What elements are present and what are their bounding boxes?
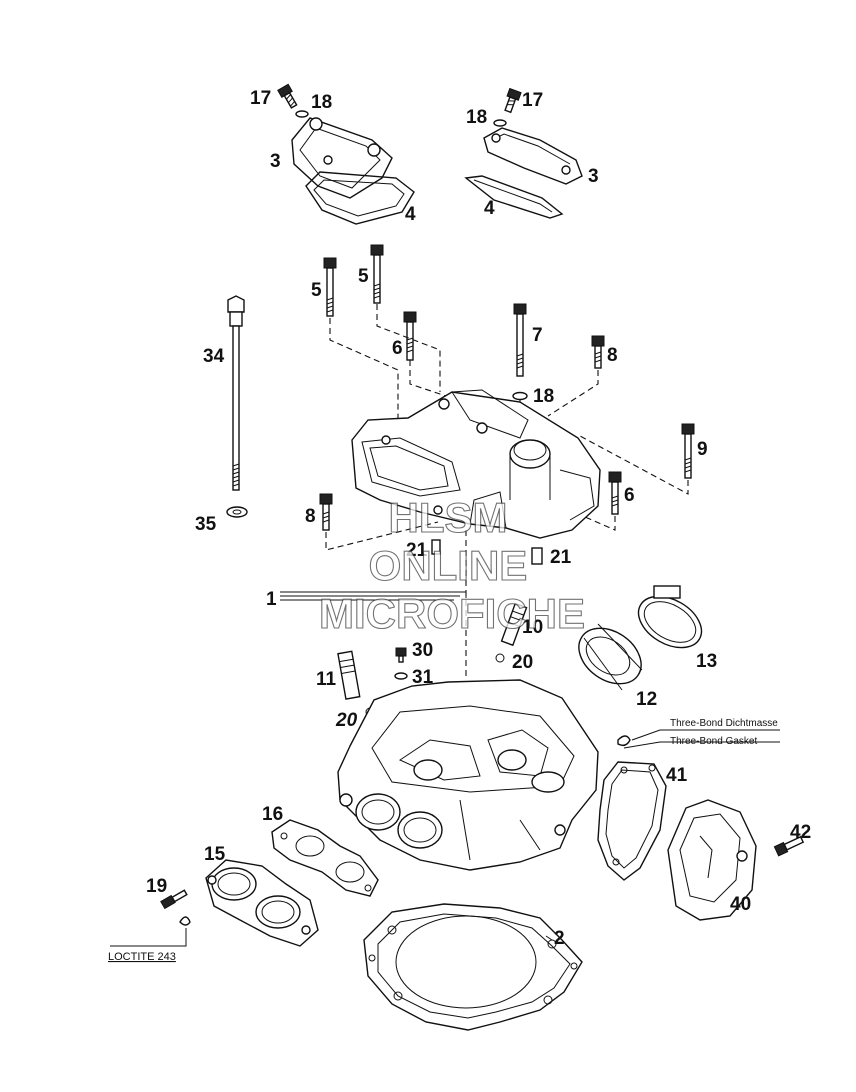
label-5-right: 5	[358, 266, 369, 287]
label-3-left: 3	[270, 151, 281, 172]
label-13: 13	[696, 651, 717, 672]
label-1: 1	[266, 589, 277, 610]
camshaft-carrier	[351, 389, 601, 539]
label-3-right: 3	[588, 166, 599, 187]
label-5-left: 5	[311, 280, 322, 301]
note-loctite: LOCTITE 243	[108, 951, 176, 963]
label-16: 16	[262, 804, 283, 825]
bolts-top	[226, 244, 695, 531]
part-labels: 17 18 3 4 18 17 3 4 5 5 6 7 8 34 18 9 6 …	[146, 88, 811, 949]
dowel-pins	[431, 539, 543, 565]
label-8-left: 8	[305, 506, 316, 527]
label-18-left: 18	[311, 92, 332, 113]
label-18-right: 18	[466, 107, 487, 128]
label-2: 2	[554, 928, 565, 949]
notes: Three-Bond Dichtmasse Three-Bond Gasket …	[108, 718, 778, 963]
label-7: 7	[532, 325, 543, 346]
label-10: 10	[522, 617, 543, 638]
label-6-right: 6	[624, 485, 635, 506]
label-12: 12	[636, 689, 657, 710]
label-30: 30	[412, 640, 433, 661]
head-gasket	[363, 903, 583, 1031]
label-4-left: 4	[405, 204, 416, 225]
label-17-right: 17	[522, 90, 543, 111]
label-11: 11	[316, 669, 337, 690]
label-9: 9	[697, 439, 708, 460]
label-40: 40	[730, 894, 751, 915]
intake-manifold-assembly	[110, 819, 379, 947]
watermark: HLSM ONLINE MICROFICHE	[318, 493, 585, 637]
label-15: 15	[204, 844, 226, 865]
label-8-right: 8	[607, 345, 618, 366]
label-21-left: 21	[406, 540, 428, 561]
label-34: 34	[203, 346, 225, 367]
label-17-left: 17	[250, 88, 271, 109]
label-6-top: 6	[392, 338, 403, 359]
watermark-line-1: HLSM	[389, 494, 508, 541]
label-42: 42	[790, 822, 811, 843]
valve-cover-left	[277, 83, 415, 225]
label-31: 31	[412, 667, 434, 688]
label-21-right: 21	[550, 547, 572, 568]
guide-lines	[325, 304, 689, 680]
note-three-bond-en: Three-Bond Gasket	[670, 736, 757, 747]
watermark-line-2: ONLINE	[369, 542, 528, 589]
cylinder-head	[337, 679, 631, 871]
note-three-bond-de: Three-Bond Dichtmasse	[670, 718, 778, 729]
side-cover-assembly	[597, 761, 805, 921]
label-41: 41	[666, 765, 688, 786]
label-4-right: 4	[484, 198, 495, 219]
label-20-right: 20	[512, 652, 533, 673]
label-20-left: 20	[335, 710, 358, 731]
label-18-mid: 18	[533, 386, 554, 407]
intake-boot	[578, 585, 703, 691]
valve-cover-right	[464, 87, 583, 219]
watermark-line-3: MICROFICHE	[319, 590, 585, 637]
label-19: 19	[146, 876, 167, 897]
label-35: 35	[195, 514, 217, 535]
leader-lines	[280, 591, 780, 941]
